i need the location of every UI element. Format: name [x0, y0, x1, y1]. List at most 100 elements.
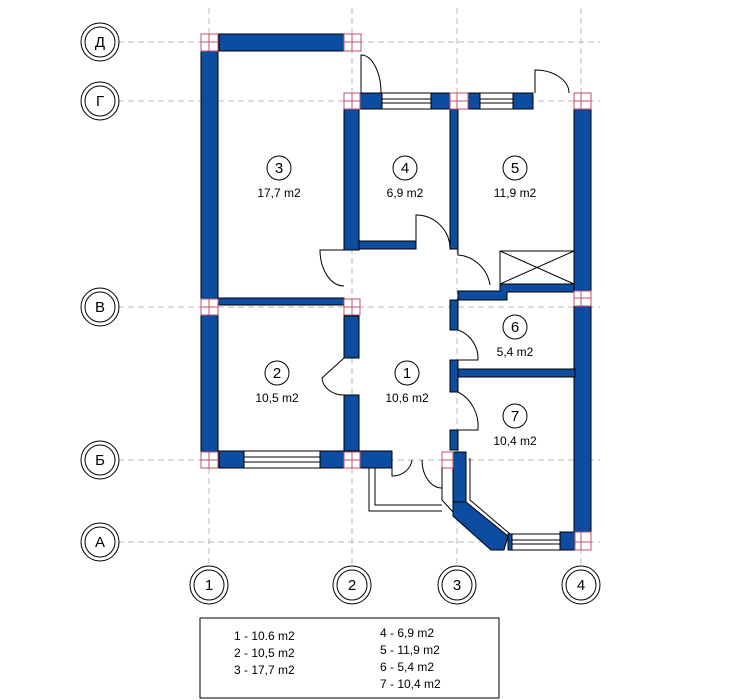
column-axis-bubble: 3 — [437, 565, 477, 605]
room-label: 6 5,4 m2 — [497, 314, 534, 359]
row-axis-label: Д — [95, 34, 105, 51]
door-room5-hall — [457, 249, 491, 286]
window-bay — [511, 533, 561, 551]
room-area: 10,6 m2 — [385, 391, 429, 405]
room-number: 5 — [511, 160, 519, 177]
wall-col3-room6 — [449, 299, 459, 331]
row-axis-label: Б — [95, 452, 105, 469]
room-labels: 1 10,6 m2 2 10,5 m2 3 17,7 m2 4 6,9 m2 5 11,9 m2 6… — [255, 155, 537, 448]
room-number-circle — [392, 155, 418, 181]
wall-bay-bottom — [507, 533, 513, 551]
wall-room4-room5 — [449, 108, 459, 250]
room-label: 2 10,5 m2 — [255, 360, 299, 405]
legend-entry: 6 - 5,4 m2 — [380, 660, 434, 674]
room-number: 3 — [275, 160, 283, 177]
room-number-circle — [502, 155, 528, 181]
wall-col2-c — [343, 394, 360, 452]
legend-entry: 2 - 10,5 m2 — [234, 646, 295, 660]
wall-room4-bottom — [358, 240, 417, 250]
column-axis-label: 2 — [348, 577, 356, 594]
room-label: 1 10,6 m2 — [385, 360, 429, 405]
row-axis-label: Г — [96, 93, 104, 110]
entry-step — [368, 468, 442, 512]
door-room7 — [457, 391, 479, 431]
legend: 1 - 10.6 m22 - 10,5 m23 - 17,7 m24 - 6,9… — [199, 617, 500, 699]
column-axis-label: 3 — [453, 577, 461, 594]
column-axis-bubble: 2 — [332, 565, 372, 605]
row-axis-label: А — [95, 534, 105, 551]
room-area: 6,9 m2 — [387, 186, 424, 200]
wall-left-lower — [200, 314, 219, 453]
vent-shaft — [499, 250, 575, 285]
column-axis-label: 1 — [205, 577, 213, 594]
axis-bubbles: Д Г В Б А 1 2 3 4 — [80, 22, 601, 605]
column-axis-label: 4 — [577, 577, 585, 594]
wall-col3-bottom — [449, 429, 459, 451]
row-axis-bubble: Г — [80, 81, 120, 121]
wall-corners — [200, 33, 592, 551]
room-area: 10,5 m2 — [255, 391, 299, 405]
room-number-circle — [502, 403, 528, 429]
wall-top-g-2 — [430, 92, 451, 110]
column-axis-bubble: 1 — [189, 565, 229, 605]
row-axis-bubble: А — [80, 522, 120, 562]
wall-bottom-mid — [319, 450, 345, 469]
wall-room3-room2 — [217, 297, 345, 306]
window-bottom-left — [243, 450, 321, 469]
room-area: 5,4 m2 — [497, 345, 534, 359]
room-number: 4 — [401, 160, 409, 177]
wall-top-g-4 — [512, 92, 534, 110]
corner-4a — [574, 531, 592, 551]
windows — [243, 92, 561, 551]
door-room6 — [457, 329, 479, 361]
door-room5 — [534, 69, 570, 94]
window-top-room4 — [381, 92, 432, 110]
wall-right-lower — [573, 305, 592, 533]
room-number: 2 — [273, 365, 281, 382]
wall-bottom-entry — [359, 450, 393, 469]
legend-entry: 4 - 6,9 m2 — [380, 626, 434, 640]
legend-entry: 1 - 10.6 m2 — [234, 629, 295, 643]
room-label: 4 6,9 m2 — [387, 155, 424, 200]
wall-right-upper — [573, 108, 592, 292]
door-room2 — [321, 357, 345, 396]
room-number-circle — [264, 360, 290, 386]
room-number-circle — [502, 314, 528, 340]
room-area: 10,4 m2 — [493, 434, 537, 448]
wall-room5-room6 — [457, 283, 575, 301]
room-number: 1 — [403, 365, 411, 382]
door-entry — [391, 459, 443, 489]
doors — [319, 54, 570, 489]
room-label: 5 11,9 m2 — [494, 155, 537, 200]
room-number-circle — [394, 360, 420, 386]
room-label: 3 17,7 m2 — [257, 155, 301, 200]
wall-bay-left — [452, 451, 467, 503]
wall-top-d — [218, 33, 345, 52]
room-number-circle — [266, 155, 292, 181]
window-top-room5 — [479, 92, 514, 110]
room-number: 6 — [511, 319, 519, 336]
wall-col3-mid — [449, 359, 459, 393]
door-room3 — [360, 54, 382, 94]
wall-top-g-1 — [359, 92, 383, 110]
room-area: 17,7 m2 — [257, 186, 301, 200]
room-label: 7 10,4 m2 — [493, 403, 537, 448]
wall-left-upper — [200, 50, 219, 300]
wall-col2-a — [343, 108, 360, 251]
room-area: 11,9 m2 — [494, 186, 537, 200]
row-axis-bubble: В — [80, 287, 120, 327]
wall-col2-b — [343, 315, 360, 359]
legend-entry: 5 - 11,9 m2 — [380, 643, 440, 657]
wall-bay-diagonal — [452, 501, 509, 551]
door-room4 — [415, 214, 451, 250]
row-axis-bubble: Б — [80, 440, 120, 480]
walls — [200, 33, 592, 551]
room-number: 7 — [511, 408, 519, 425]
column-axis-bubble: 4 — [561, 565, 601, 605]
door-room3-hall — [319, 249, 345, 287]
legend-entry: 7 - 10,4 m2 — [380, 677, 441, 691]
row-axis-bubble: Д — [80, 22, 120, 62]
wall-bottom-left — [218, 450, 245, 469]
wall-top-g-3 — [467, 92, 481, 110]
